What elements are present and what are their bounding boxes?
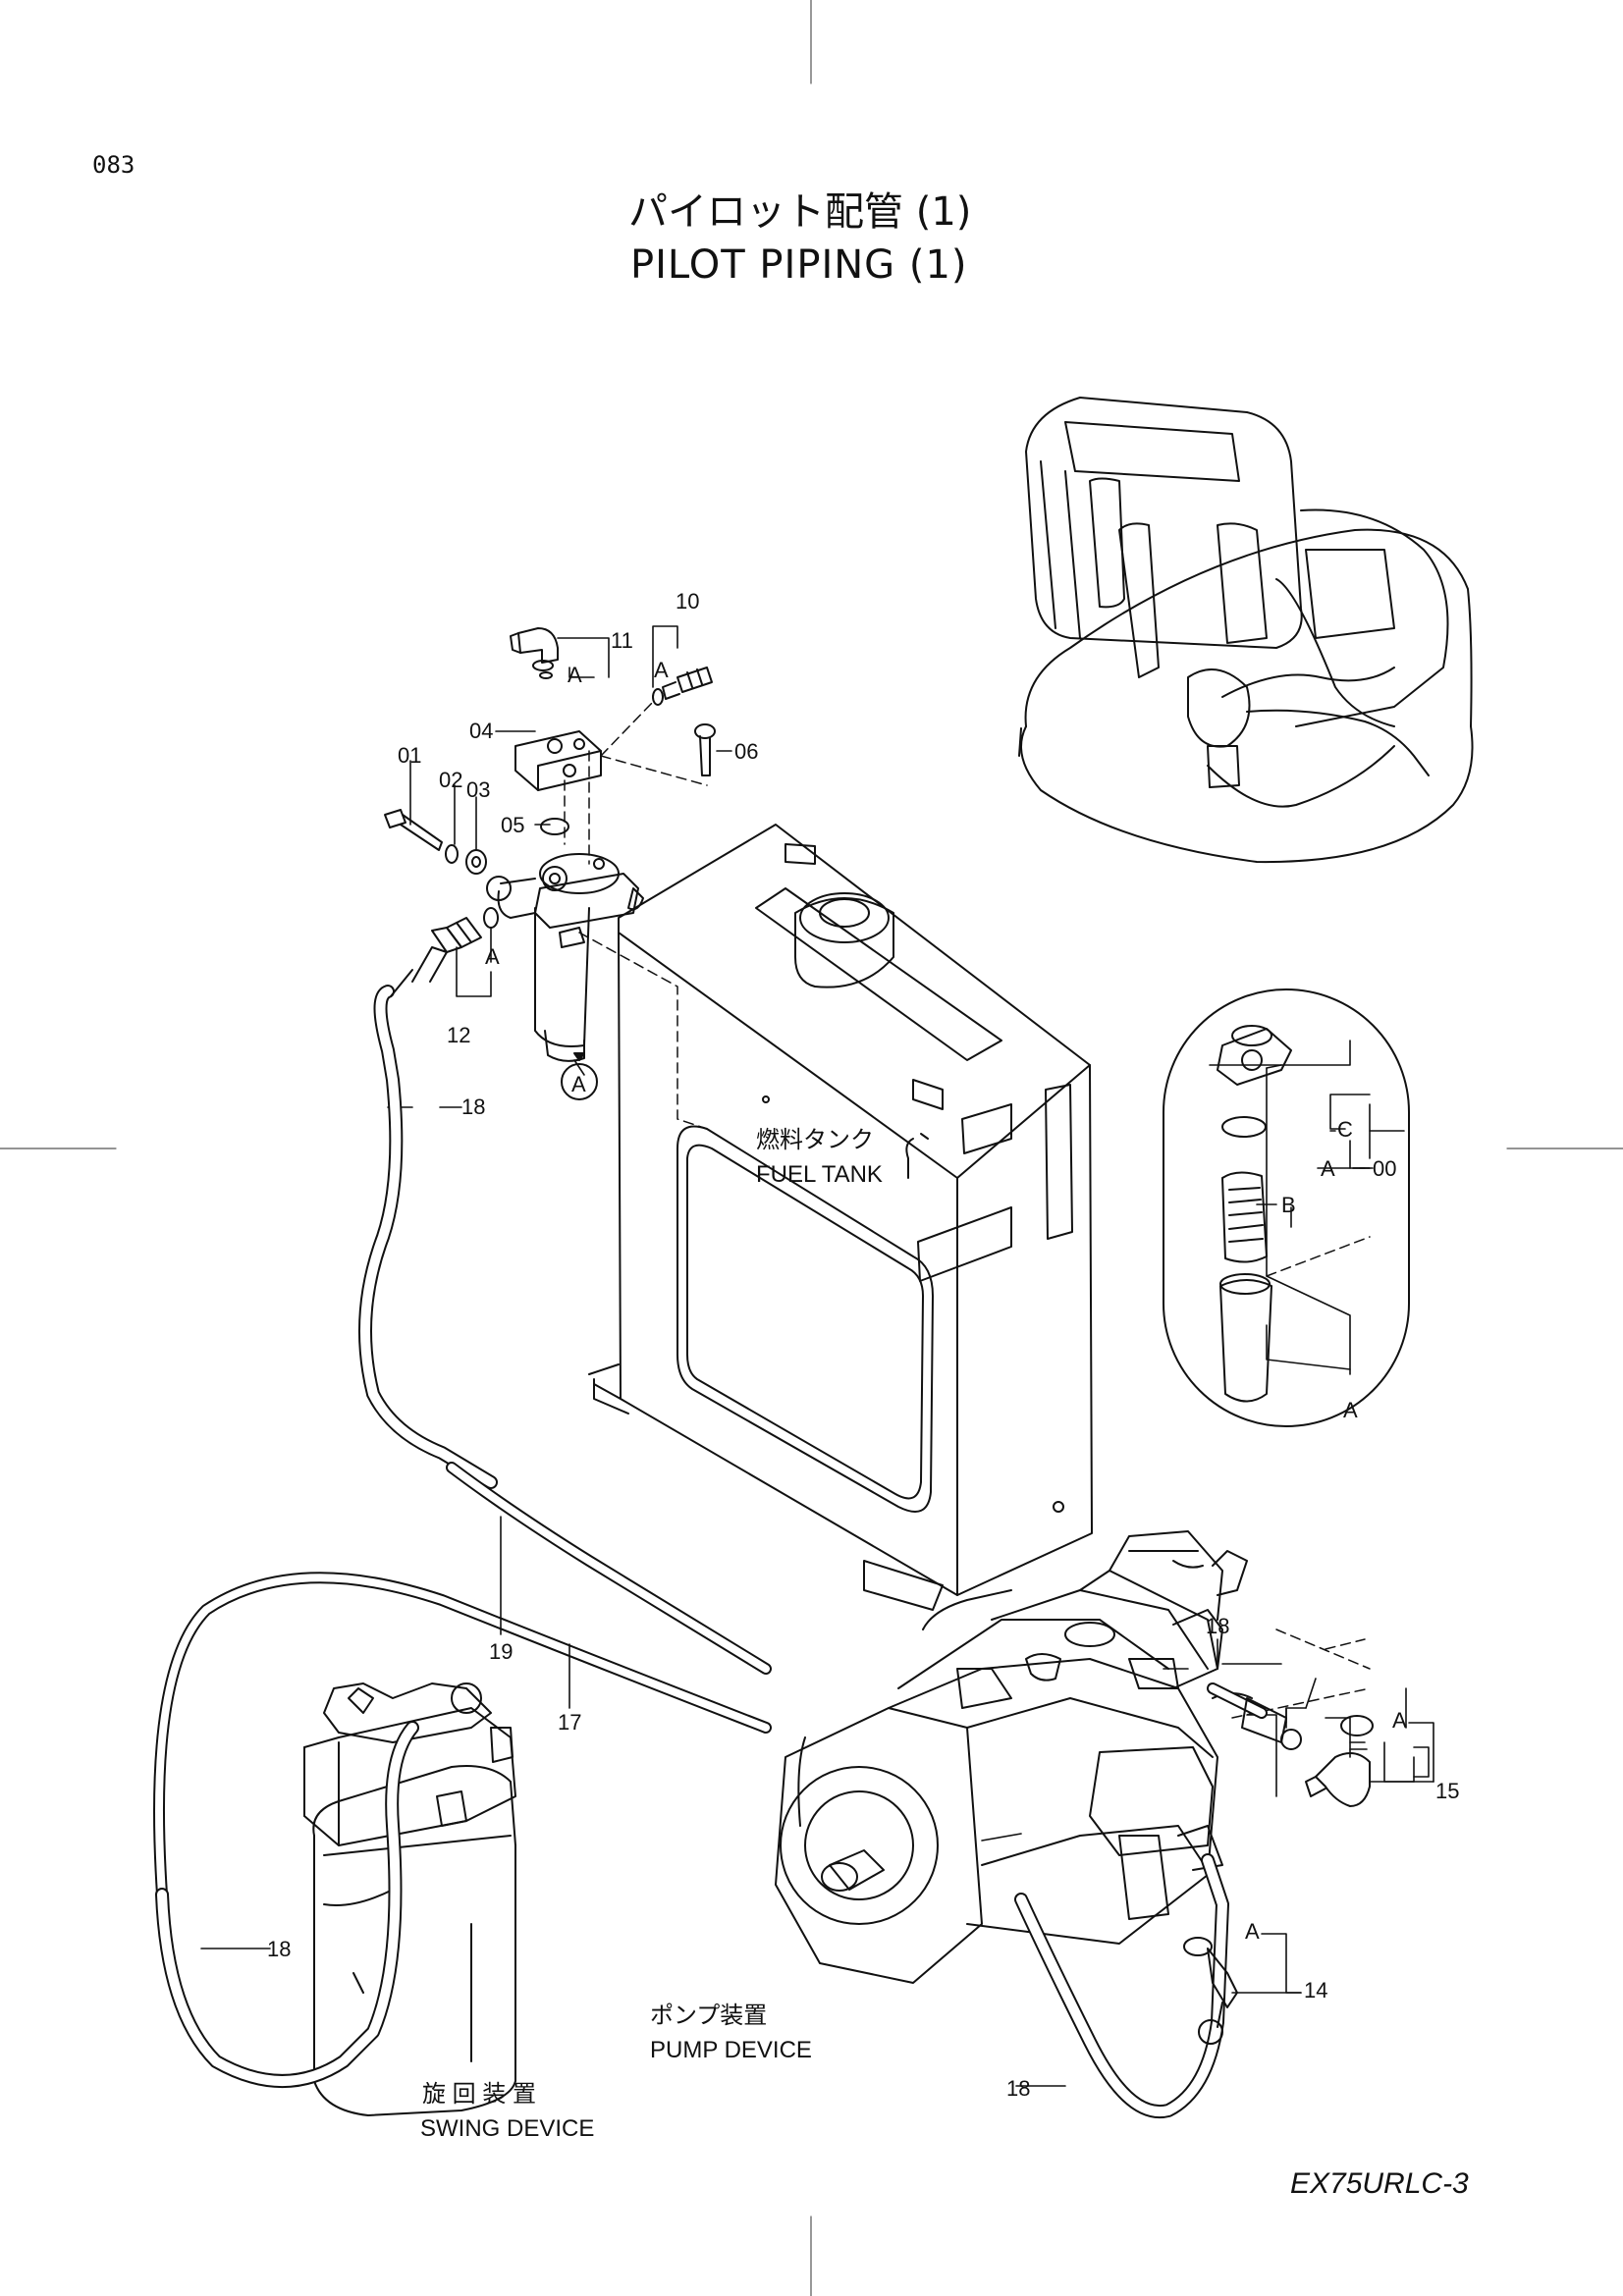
hose-17	[153, 1572, 772, 2088]
leader-lines	[200, 625, 1430, 2087]
swing-device-label-ja: 旋 回 装 置	[422, 2081, 537, 2108]
hose-19	[446, 1462, 772, 1675]
callout-00: 00	[1373, 1156, 1396, 1181]
washer-02	[445, 844, 459, 864]
fitting-12	[431, 907, 499, 953]
washer-03	[465, 849, 487, 875]
callout-02: 02	[439, 768, 462, 792]
swing-device-label-en: SWING DEVICE	[420, 2115, 595, 2142]
label-ticks	[439, 1106, 1434, 1994]
page-title-english: PILOT PIPING (1)	[630, 242, 968, 288]
callout-labels: 10 11 A A 04 06 01 02 03 05 A 12 A 18 C …	[267, 589, 1459, 2101]
callout-03: 03	[466, 777, 490, 802]
callout-18-upper: 18	[461, 1095, 485, 1119]
callout-b-detail: B	[1281, 1193, 1296, 1217]
callout-a-11: A	[568, 663, 582, 687]
callout-10: 10	[676, 589, 699, 614]
oring-05	[540, 818, 569, 835]
callout-18-lower: 18	[1006, 2076, 1030, 2101]
hose-18-lower-right	[1014, 1853, 1229, 2119]
callout-05: 05	[501, 813, 524, 837]
callout-14: 14	[1304, 1978, 1327, 2002]
fuel-tank	[588, 824, 1093, 1611]
hose-18-upper	[358, 946, 498, 1489]
callout-06: 06	[734, 739, 758, 764]
callout-18-swing: 18	[267, 1937, 291, 1961]
bolt-01	[384, 809, 443, 851]
hose-18-right	[1207, 1682, 1302, 1750]
callout-a-12: A	[485, 944, 500, 969]
bolt-06	[694, 723, 716, 776]
pump-device-label-ja: ポンプ装置	[650, 2002, 768, 2029]
page-title-japanese: パイロット配管 (1)	[628, 189, 972, 235]
detail-a-frame	[1163, 988, 1410, 1427]
pump-device-label-en: PUMP DEVICE	[650, 2037, 812, 2063]
elbow-fitting-15	[1305, 1715, 1374, 1807]
model-code: EX75URLC-3	[1290, 2167, 1469, 2200]
callout-19: 19	[489, 1639, 513, 1664]
callout-a-detail: A	[1343, 1398, 1358, 1422]
callout-a-10: A	[654, 658, 669, 682]
callout-a-14: A	[1245, 1919, 1260, 1944]
callout-a-15: A	[1392, 1708, 1407, 1733]
callout-04: 04	[469, 719, 493, 743]
page-number: 083	[92, 151, 135, 179]
callout-12: 12	[447, 1023, 470, 1047]
fuel-tank-label-ja: 燃料タンク	[756, 1127, 874, 1153]
callout-11: 11	[611, 628, 633, 653]
callout-17: 17	[558, 1710, 581, 1735]
fuel-tank-label-en: FUEL TANK	[756, 1161, 883, 1188]
excavator-illustration	[1018, 397, 1474, 864]
callout-c-detail: C	[1337, 1117, 1353, 1142]
swing-device	[303, 1682, 516, 2116]
pilot-filter	[486, 853, 644, 1062]
callout-a-circle-label: A	[571, 1072, 586, 1096]
fitting-10	[652, 667, 713, 706]
filter-head-block	[514, 730, 602, 791]
dashed-connectors	[564, 701, 1371, 1719]
elbow-fitting-14	[1183, 1937, 1238, 2045]
pump-device	[775, 1530, 1253, 1984]
callout-18-right: 18	[1206, 1614, 1229, 1638]
elbow-fitting-11	[510, 627, 559, 679]
callout-15: 15	[1435, 1779, 1459, 1803]
callout-01: 01	[398, 743, 421, 768]
callout-a-circle	[561, 1063, 598, 1100]
